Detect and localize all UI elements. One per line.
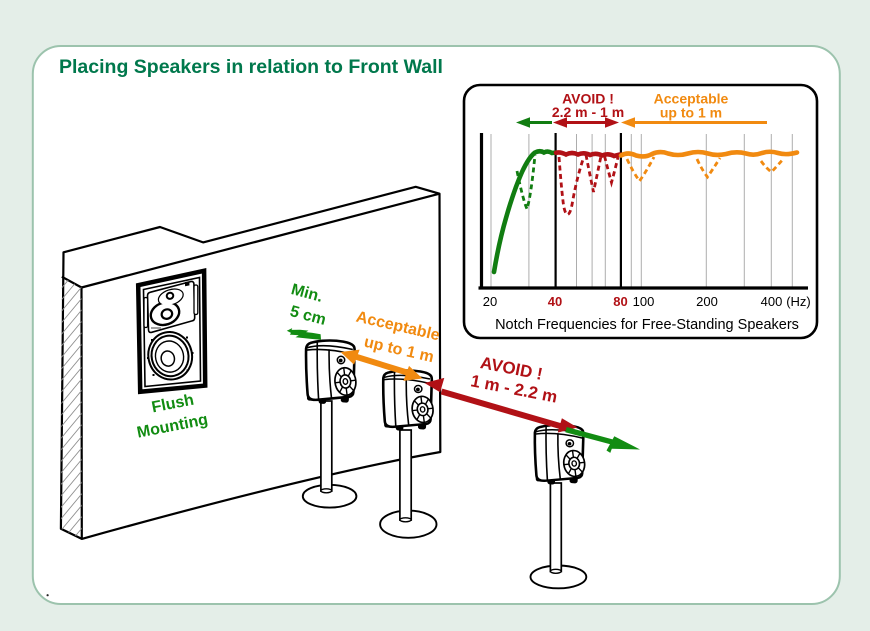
svg-text:2.2 m - 1 m: 2.2 m - 1 m [552,104,624,120]
svg-text:(Hz): (Hz) [786,294,811,309]
svg-text:40: 40 [548,294,562,309]
svg-text:AVOID !: AVOID ! [562,91,614,107]
svg-text:Notch Frequencies for Free-Sta: Notch Frequencies for Free-Standing Spea… [495,317,799,333]
svg-text:Placing Speakers in relation t: Placing Speakers in relation to Front Wa… [59,56,443,78]
svg-text:200: 200 [696,294,718,309]
svg-text:100: 100 [633,294,655,309]
svg-text:20: 20 [483,294,497,309]
svg-text:400: 400 [761,294,783,309]
svg-text:up to 1 m: up to 1 m [660,105,722,121]
svg-text:Acceptable: Acceptable [654,91,729,107]
svg-text:80: 80 [613,294,627,309]
